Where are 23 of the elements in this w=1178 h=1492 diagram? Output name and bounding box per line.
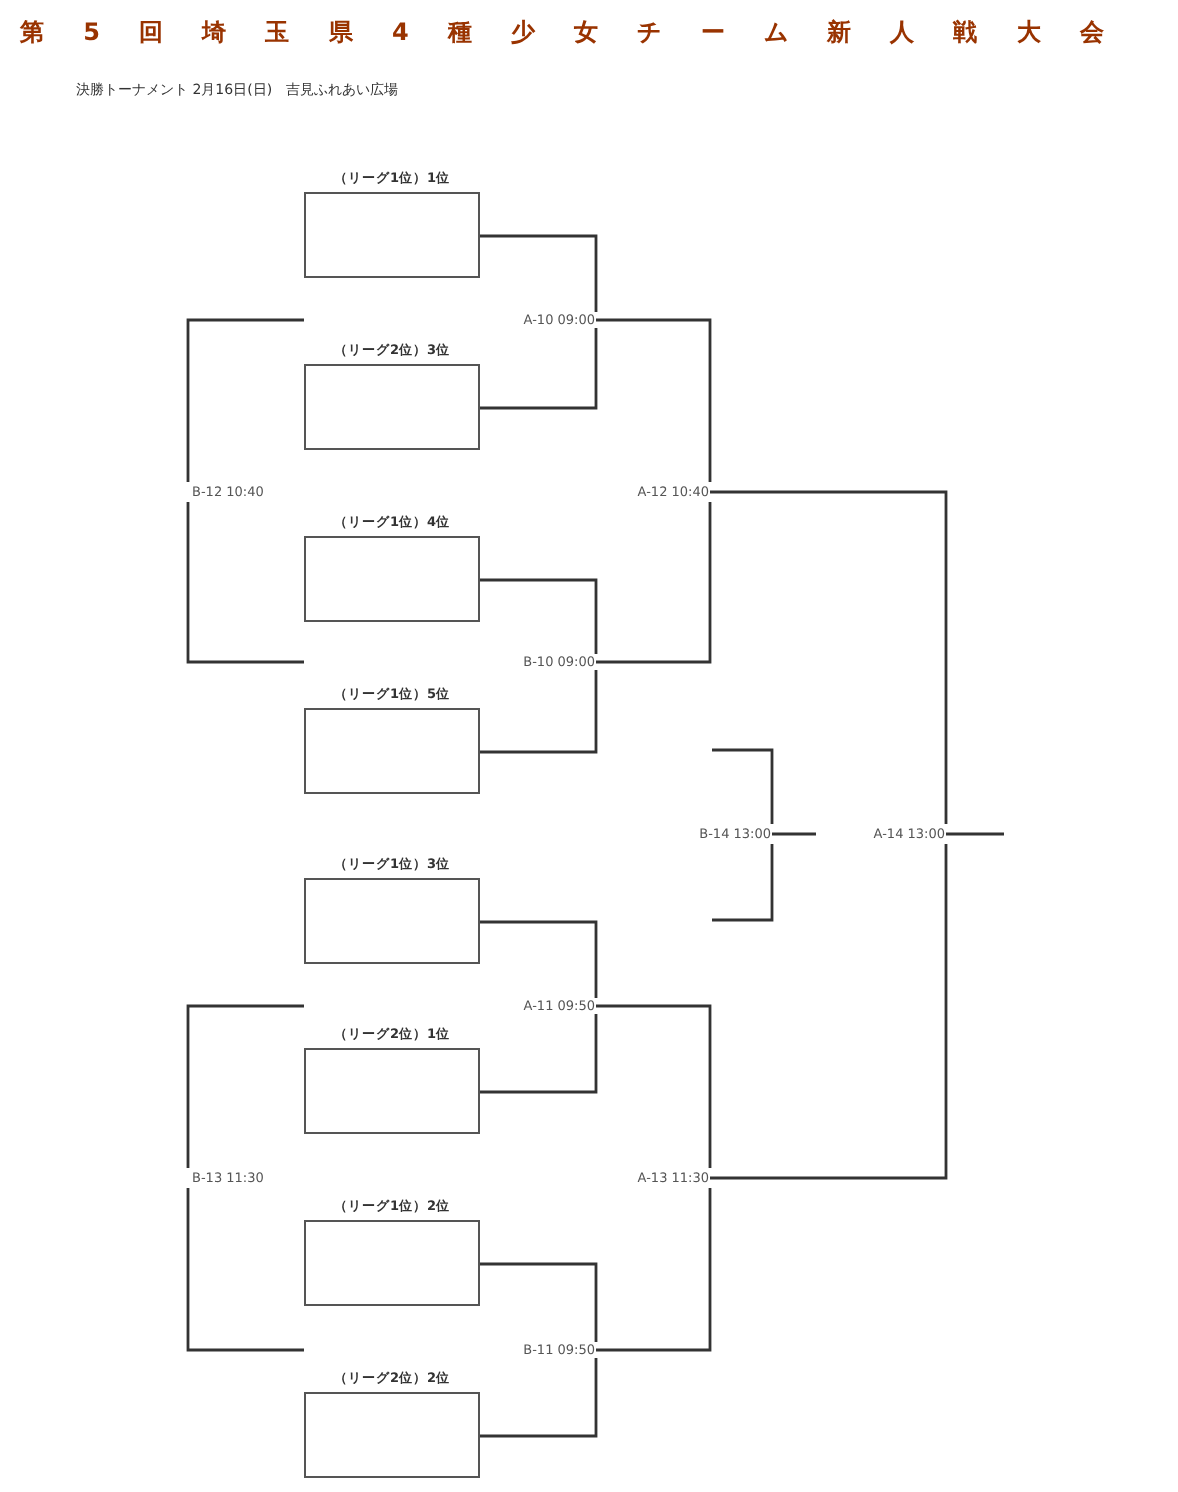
bracket-line [480, 578, 598, 654]
bracket-line [480, 328, 598, 410]
bracket-line [186, 1004, 304, 1168]
title: 第5回埼玉県4種少女チーム新人戦大会 [20, 18, 1143, 46]
bracket-line [596, 318, 712, 482]
bracket-line [596, 1188, 712, 1352]
bracket-line [772, 832, 816, 836]
bracket-line [712, 844, 774, 922]
bracket-line [480, 920, 598, 998]
bracket-line [480, 670, 598, 754]
bracket-line [596, 502, 712, 664]
bracket-line [480, 1262, 598, 1342]
bracket-line [480, 234, 598, 312]
bracket-line [186, 1188, 304, 1352]
bracket-line [712, 748, 774, 824]
bracket-line [186, 318, 304, 482]
bracket-line [710, 490, 948, 824]
bracket-line [480, 1358, 598, 1438]
bracket-line [480, 1014, 598, 1094]
bracket-line [946, 832, 1004, 836]
bracket-line [596, 1004, 712, 1168]
bracket-line [186, 502, 304, 664]
bracket-line [710, 844, 948, 1180]
